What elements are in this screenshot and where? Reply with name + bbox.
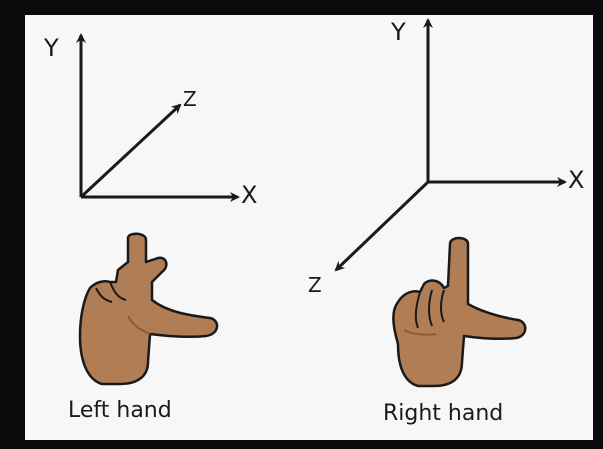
- left-hand-icon: [78, 232, 219, 386]
- left-hand-coordinate-system: Y X Z Left hand: [43, 33, 257, 423]
- right-z-axis: [334, 180, 430, 272]
- left-z-axis: [79, 103, 182, 199]
- left-y-label: Y: [43, 34, 59, 62]
- left-hand-caption: Left hand: [68, 398, 172, 423]
- right-hand-coordinate-system: Y X Z Right hand: [308, 18, 584, 426]
- right-y-label: Y: [390, 18, 406, 46]
- left-z-label: Z: [183, 87, 197, 111]
- right-z-label: Z: [308, 273, 322, 297]
- left-x-label: X: [241, 181, 257, 209]
- right-x-label: X: [568, 166, 584, 194]
- right-hand-icon: [392, 236, 527, 388]
- right-hand-caption: Right hand: [383, 401, 503, 426]
